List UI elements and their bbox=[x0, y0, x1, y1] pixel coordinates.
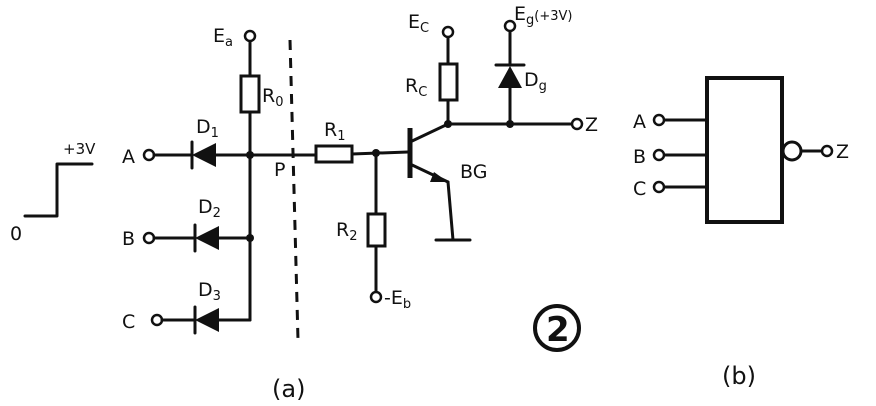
diode-d2: D2 bbox=[193, 196, 252, 253]
gate-symbol: A B C Z bbox=[633, 76, 849, 224]
step-zero-label: 0 bbox=[10, 223, 22, 245]
resistor-r2-label: R2 bbox=[336, 219, 357, 244]
gate-input-b-terminal[interactable] bbox=[652, 148, 666, 162]
input-b: B bbox=[122, 228, 197, 250]
supply-eg: Eg(+3V) bbox=[503, 3, 572, 33]
input-c-label: C bbox=[122, 311, 135, 333]
supply-eg-terminal[interactable] bbox=[503, 19, 517, 33]
resistor-rc: RC bbox=[405, 62, 459, 102]
gate-input-a-label: A bbox=[633, 111, 646, 133]
diode-d3-label: D3 bbox=[198, 279, 221, 304]
output-z-label: Z bbox=[585, 114, 598, 136]
resistor-r1: R1 bbox=[314, 119, 354, 164]
transistor-label: BG bbox=[460, 161, 487, 183]
figure-number-text: 2 bbox=[546, 310, 570, 350]
supply-eb-label: -Eb bbox=[384, 287, 411, 312]
resistor-r0-label: R0 bbox=[262, 85, 283, 110]
diode-dg-label: Dg bbox=[524, 69, 547, 94]
diode-d1: D1 bbox=[178, 116, 252, 170]
resistor-r2: R2 bbox=[336, 212, 387, 248]
resistor-r0: R0 bbox=[239, 74, 283, 114]
supply-ea-terminal[interactable] bbox=[243, 29, 257, 43]
gate-output-terminal[interactable] bbox=[820, 144, 834, 158]
step-level-label: +3V bbox=[63, 140, 96, 158]
transistor-bg: BG bbox=[407, 122, 487, 242]
supply-eb: -Eb bbox=[369, 287, 411, 312]
supply-ea-label: Ea bbox=[213, 25, 233, 50]
inversion-bubble bbox=[781, 140, 803, 162]
gate-input-a-terminal[interactable] bbox=[652, 113, 666, 127]
supply-eg-label: Eg(+3V) bbox=[514, 3, 572, 28]
input-a: A bbox=[122, 146, 182, 168]
stage-separator bbox=[288, 39, 300, 341]
supply-ec-terminal[interactable] bbox=[441, 25, 455, 39]
figure-number: 2 bbox=[533, 304, 581, 352]
diode-d3: D3 bbox=[193, 279, 252, 335]
diode-d1-label: D1 bbox=[196, 116, 219, 141]
resistor-rc-label: RC bbox=[405, 75, 427, 100]
node-p-label: P bbox=[274, 159, 285, 181]
gate-input-c-terminal[interactable] bbox=[652, 180, 666, 194]
caption-a: (a) bbox=[272, 375, 305, 403]
input-c: C bbox=[122, 311, 197, 333]
supply-ea: Ea bbox=[213, 25, 257, 50]
output-z: Z bbox=[570, 114, 598, 136]
gate-body bbox=[705, 76, 784, 224]
step-waveform: +3V 0 bbox=[10, 140, 96, 245]
supply-ec: EC bbox=[408, 11, 455, 39]
input-b-label: B bbox=[122, 228, 135, 250]
diode-dg: Dg bbox=[494, 30, 547, 126]
gate-output-label: Z bbox=[836, 141, 849, 163]
caption-b: (b) bbox=[722, 362, 756, 390]
supply-ec-label: EC bbox=[408, 11, 429, 36]
supply-eb-terminal[interactable] bbox=[369, 290, 383, 304]
diode-d2-label: D2 bbox=[198, 196, 221, 221]
gate-input-b-label: B bbox=[633, 146, 646, 168]
resistor-r1-label: R1 bbox=[324, 119, 345, 144]
gate-input-c-label: C bbox=[633, 178, 646, 200]
input-a-label: A bbox=[122, 146, 135, 168]
output-z-terminal[interactable] bbox=[570, 117, 584, 131]
